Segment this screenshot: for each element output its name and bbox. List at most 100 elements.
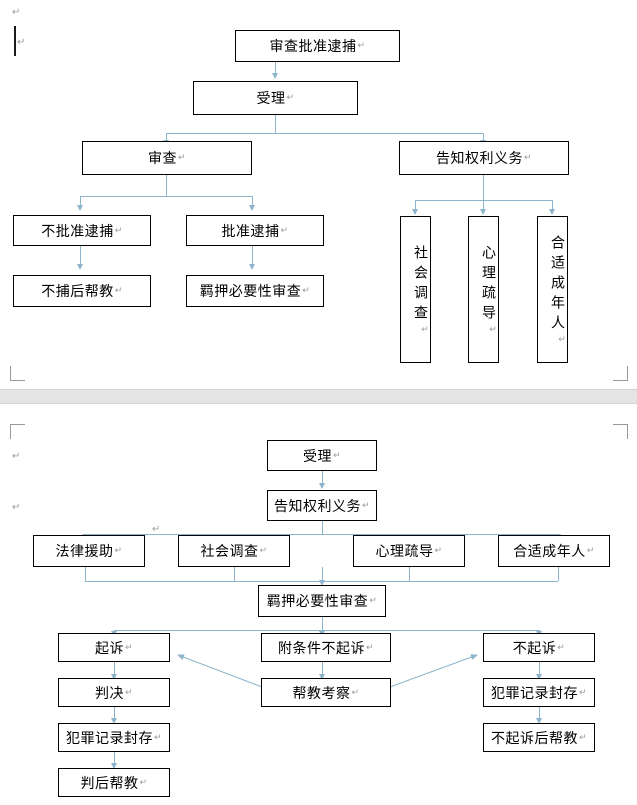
arrow-head-icon xyxy=(318,674,325,680)
node-inform-rights-duties[interactable]: 告知权利义务↵ xyxy=(399,141,569,175)
node-detention-necessity-review-p2[interactable]: 羁押必要性审查↵ xyxy=(258,585,386,617)
arrow-head-icon xyxy=(548,209,555,215)
margin-corner-bottom-right xyxy=(613,366,628,381)
connector-line xyxy=(322,471,323,484)
connector-line xyxy=(322,567,323,583)
node-label: 心理疏导 xyxy=(480,244,496,325)
connector-line xyxy=(483,200,484,210)
node-social-investigation-p2[interactable]: 社会调查↵ xyxy=(178,535,290,567)
connector-line xyxy=(409,567,410,581)
paragraph-mark: ↵ xyxy=(557,334,567,351)
node-label: 法律援助 xyxy=(55,544,114,560)
connector-line xyxy=(114,630,539,631)
node-no-approve-arrest[interactable]: 不批准逮捕↵ xyxy=(13,215,151,246)
connector-line xyxy=(80,246,81,265)
arrow-head-icon xyxy=(271,73,278,79)
paragraph-mark: ↵ xyxy=(357,41,366,51)
margin-corner-top-right xyxy=(613,424,628,439)
connector-line xyxy=(539,707,540,719)
connector-line xyxy=(322,617,323,630)
node-label: 社会调查 xyxy=(412,244,428,325)
node-approve-arrest[interactable]: 批准逮捕↵ xyxy=(186,215,324,246)
connector-line xyxy=(114,662,115,675)
node-accept[interactable]: 受理↵ xyxy=(193,81,358,115)
node-legal-aid[interactable]: 法律援助↵ xyxy=(33,535,145,567)
node-label: 合适成年人 xyxy=(513,544,586,560)
node-assistance-inspection[interactable]: 帮教考察↵ xyxy=(261,678,391,707)
arrow-head-icon xyxy=(110,674,117,680)
paragraph-mark: ↵ xyxy=(114,225,123,236)
node-label: 审查批准逮捕 xyxy=(269,39,357,55)
node-post-judgment-assistance[interactable]: 判后帮教↵ xyxy=(58,768,170,797)
connector-line xyxy=(166,175,167,196)
arrow-head-icon xyxy=(479,209,486,215)
arrow-head-icon xyxy=(110,718,117,724)
paragraph-mark: ↵ xyxy=(124,687,134,698)
connector-line xyxy=(483,175,484,200)
node-examine[interactable]: 审查↵ xyxy=(82,141,252,175)
node-label: 帮教考察 xyxy=(292,685,351,702)
paragraph-mark: ↵ xyxy=(578,732,588,743)
paragraph-mark: ↵ xyxy=(259,546,268,556)
paragraph-mark: ↵ xyxy=(420,324,430,341)
arrow-head-icon xyxy=(318,483,325,489)
arrow-head-icon xyxy=(318,580,325,586)
connector-line xyxy=(252,196,253,206)
node-prosecute[interactable]: 起诉↵ xyxy=(58,633,170,662)
node-post-non-prosecution-assistance[interactable]: 不起诉后帮教↵ xyxy=(483,723,595,752)
margin-corner-top-left xyxy=(10,424,25,439)
paragraph-mark: ↵ xyxy=(280,225,289,236)
node-accept-p2[interactable]: 受理↵ xyxy=(267,440,377,471)
node-criminal-record-sealing-right[interactable]: 犯罪记录封存↵ xyxy=(483,678,595,707)
node-appropriate-adult-p2[interactable]: 合适成年人↵ xyxy=(498,535,610,567)
arrow-head-icon xyxy=(76,264,83,270)
node-label: 受理 xyxy=(256,91,286,107)
node-conditional-non-prosecution[interactable]: 附条件不起诉↵ xyxy=(261,633,391,662)
connector-line xyxy=(275,115,276,133)
node-inform-rights-duties-p2[interactable]: 告知权利义务↵ xyxy=(267,490,377,521)
arrow-head-icon xyxy=(411,209,418,215)
node-label: 心理疏导 xyxy=(375,544,434,560)
node-criminal-record-sealing-left[interactable]: 犯罪记录封存↵ xyxy=(58,723,170,752)
node-judgment[interactable]: 判决↵ xyxy=(58,678,170,707)
margin-corner-bottom-left xyxy=(10,366,25,381)
node-detention-necessity-review[interactable]: 羁押必要性审查↵ xyxy=(186,275,324,307)
node-appropriate-adult[interactable]: 合适成年人↵ xyxy=(537,216,568,363)
connector-line xyxy=(483,133,484,141)
connector-line xyxy=(85,567,86,581)
paragraph-mark: ↵ xyxy=(12,451,21,462)
paragraph-mark: ↵ xyxy=(114,286,123,296)
paragraph-mark: ↵ xyxy=(351,687,360,698)
node-post-no-arrest-assistance[interactable]: 不捕后帮教↵ xyxy=(13,275,151,307)
node-social-investigation[interactable]: 社会调查↵ xyxy=(400,216,431,363)
node-non-prosecution[interactable]: 不起诉↵ xyxy=(483,633,595,662)
paragraph-mark: ↵ xyxy=(434,546,443,556)
node-psychological-counseling-p2[interactable]: 心理疏导↵ xyxy=(353,535,465,567)
arrow-head-icon xyxy=(110,763,117,769)
connector-line xyxy=(114,752,115,764)
node-label: 社会调查 xyxy=(200,544,259,560)
node-psychological-counseling[interactable]: 心理疏导↵ xyxy=(468,216,499,363)
node-label: 犯罪记录封存 xyxy=(490,685,578,702)
paragraph-mark: ↵ xyxy=(177,153,187,163)
node-label: 判决 xyxy=(94,685,124,702)
node-label: 羁押必要性审查 xyxy=(199,284,302,300)
paragraph-mark: ↵ xyxy=(286,93,295,103)
paragraph-mark: ↵ xyxy=(488,324,498,341)
connector-line xyxy=(252,246,253,265)
arrow-head-icon xyxy=(248,205,255,211)
node-label: 犯罪记录封存 xyxy=(65,730,153,747)
paragraph-mark: ↵ xyxy=(124,642,134,653)
node-label: 羁押必要性审查 xyxy=(266,594,369,610)
paragraph-mark: ↵ xyxy=(17,37,26,48)
connector-line xyxy=(415,200,416,210)
node-label: 受理 xyxy=(302,448,332,465)
arrow-head-icon xyxy=(76,205,83,211)
connector-line xyxy=(275,62,276,74)
paragraph-mark: ↵ xyxy=(586,546,595,556)
node-review-approve-arrest[interactable]: 审查批准逮捕↵ xyxy=(235,30,400,62)
paragraph-mark: ↵ xyxy=(523,153,533,163)
arrow-head-icon xyxy=(535,674,542,680)
connector-line xyxy=(166,133,483,134)
